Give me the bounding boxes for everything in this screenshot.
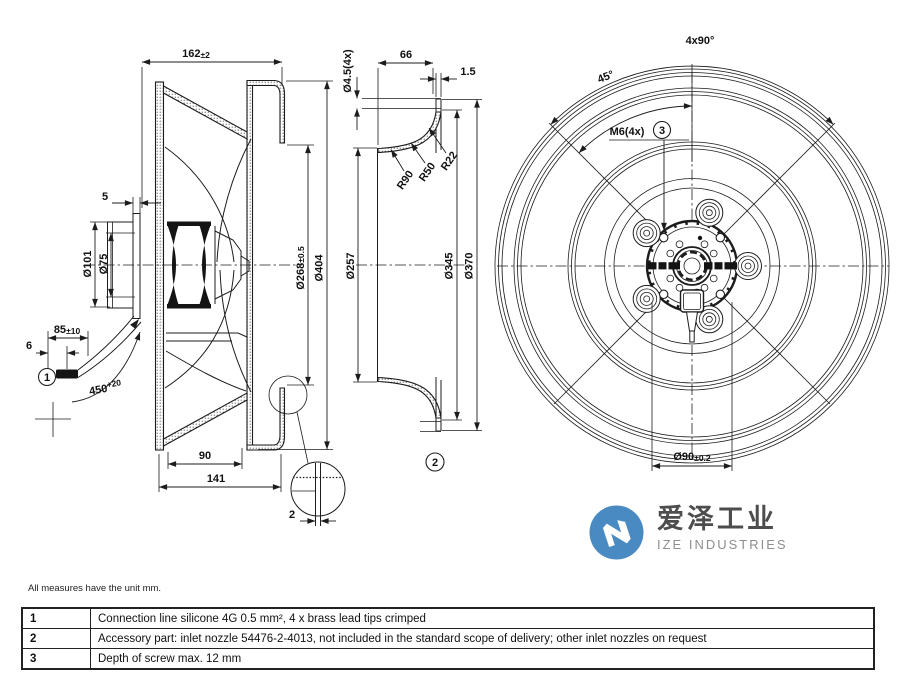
dim-dia345: Ø345	[444, 253, 456, 280]
logo-icon	[589, 505, 644, 560]
balloon-2-marker	[425, 452, 445, 472]
logo-text-en: IZE INDUSTRIES	[657, 537, 788, 552]
balloon-3: 3	[659, 125, 665, 137]
dim-dia4-5: Ø4.5(4x)	[342, 49, 354, 93]
table-row: 2 Accessory part: inlet nozzle 54476-2-4…	[21, 628, 875, 649]
dim-r50: R50	[417, 161, 438, 184]
dim-1-5: 1.5	[460, 66, 475, 78]
dim-dia268: Ø268±0.5	[295, 246, 307, 290]
dim-dia370: Ø370	[464, 253, 476, 280]
balloon-2: 2	[432, 457, 438, 469]
dim-dia101: Ø101	[82, 251, 94, 278]
cable-direction-arrow	[130, 319, 139, 330]
dim-dia90: Ø90±0.2	[673, 451, 711, 463]
note-number: 1	[21, 607, 91, 629]
dim-85: 85±10	[54, 324, 81, 336]
dim-2: 2	[289, 509, 295, 521]
inlet-nozzle-section-view	[356, 98, 470, 432]
dim-4x90: 4x90°	[686, 35, 715, 47]
rear-view: 4x90° 45° M6(4x) 3 Ø90±0.2	[494, 35, 890, 471]
balloon-1-marker	[37, 367, 57, 387]
dim-dia75: Ø75	[98, 254, 110, 275]
balloon-3-marker	[652, 120, 672, 140]
note-number: 2	[21, 628, 91, 649]
notes-table: 1 Connection line silicone 4G 0.5 mm², 4…	[21, 607, 875, 670]
dim-45: 45°	[596, 69, 616, 86]
note-text: Connection line silicone 4G 0.5 mm², 4 x…	[90, 607, 875, 629]
motor-hub	[632, 198, 762, 343]
detail-marker-circle	[268, 375, 308, 415]
side-view-dimensions: 162±2 Ø404 Ø268±0.5 5 Ø101 Ø75 85±10 6 4…	[26, 48, 346, 526]
company-logo: 爱泽工业 IZE INDUSTRIES	[588, 504, 788, 561]
impeller-bosses	[632, 198, 762, 334]
dim-dia257: Ø257	[345, 253, 357, 280]
note-number: 3	[21, 648, 91, 670]
detail-view: 2	[289, 461, 346, 526]
note-text: Depth of screw max. 12 mm	[90, 648, 875, 670]
dim-450: 450+20	[88, 377, 123, 398]
table-row: 3 Depth of screw max. 12 mm	[21, 648, 875, 670]
dim-dia404: Ø404	[314, 254, 326, 282]
dim-m6: M6(4x)	[610, 126, 645, 138]
inlet-nozzle-dimensions: 66 1.5 Ø4.5(4x) R22 R50 R90 Ø257 Ø345 Ø3…	[342, 49, 482, 472]
rear-view-dimensions: 4x90° 45° M6(4x) 3 Ø90±0.2	[550, 35, 834, 471]
note-text: Accessory part: inlet nozzle 54476-2-401…	[90, 628, 875, 649]
dim-r90: R90	[395, 169, 416, 192]
cable-gland	[679, 289, 705, 343]
dim-162: 162±2	[182, 48, 210, 60]
dim-5: 5	[102, 191, 108, 203]
table-row: 1 Connection line silicone 4G 0.5 mm², 4…	[21, 607, 875, 629]
side-view	[35, 79, 302, 451]
dim-6: 6	[26, 340, 32, 352]
dim-66: 66	[400, 49, 412, 61]
logo-text-cn: 爱泽工业	[657, 504, 777, 534]
m6-holes	[658, 232, 726, 300]
dim-90: 90	[199, 450, 211, 462]
dim-141: 141	[207, 473, 225, 485]
balloon-1: 1	[44, 372, 50, 384]
hub-holes	[666, 235, 718, 292]
units-note: All measures have the unit mm.	[28, 583, 162, 594]
